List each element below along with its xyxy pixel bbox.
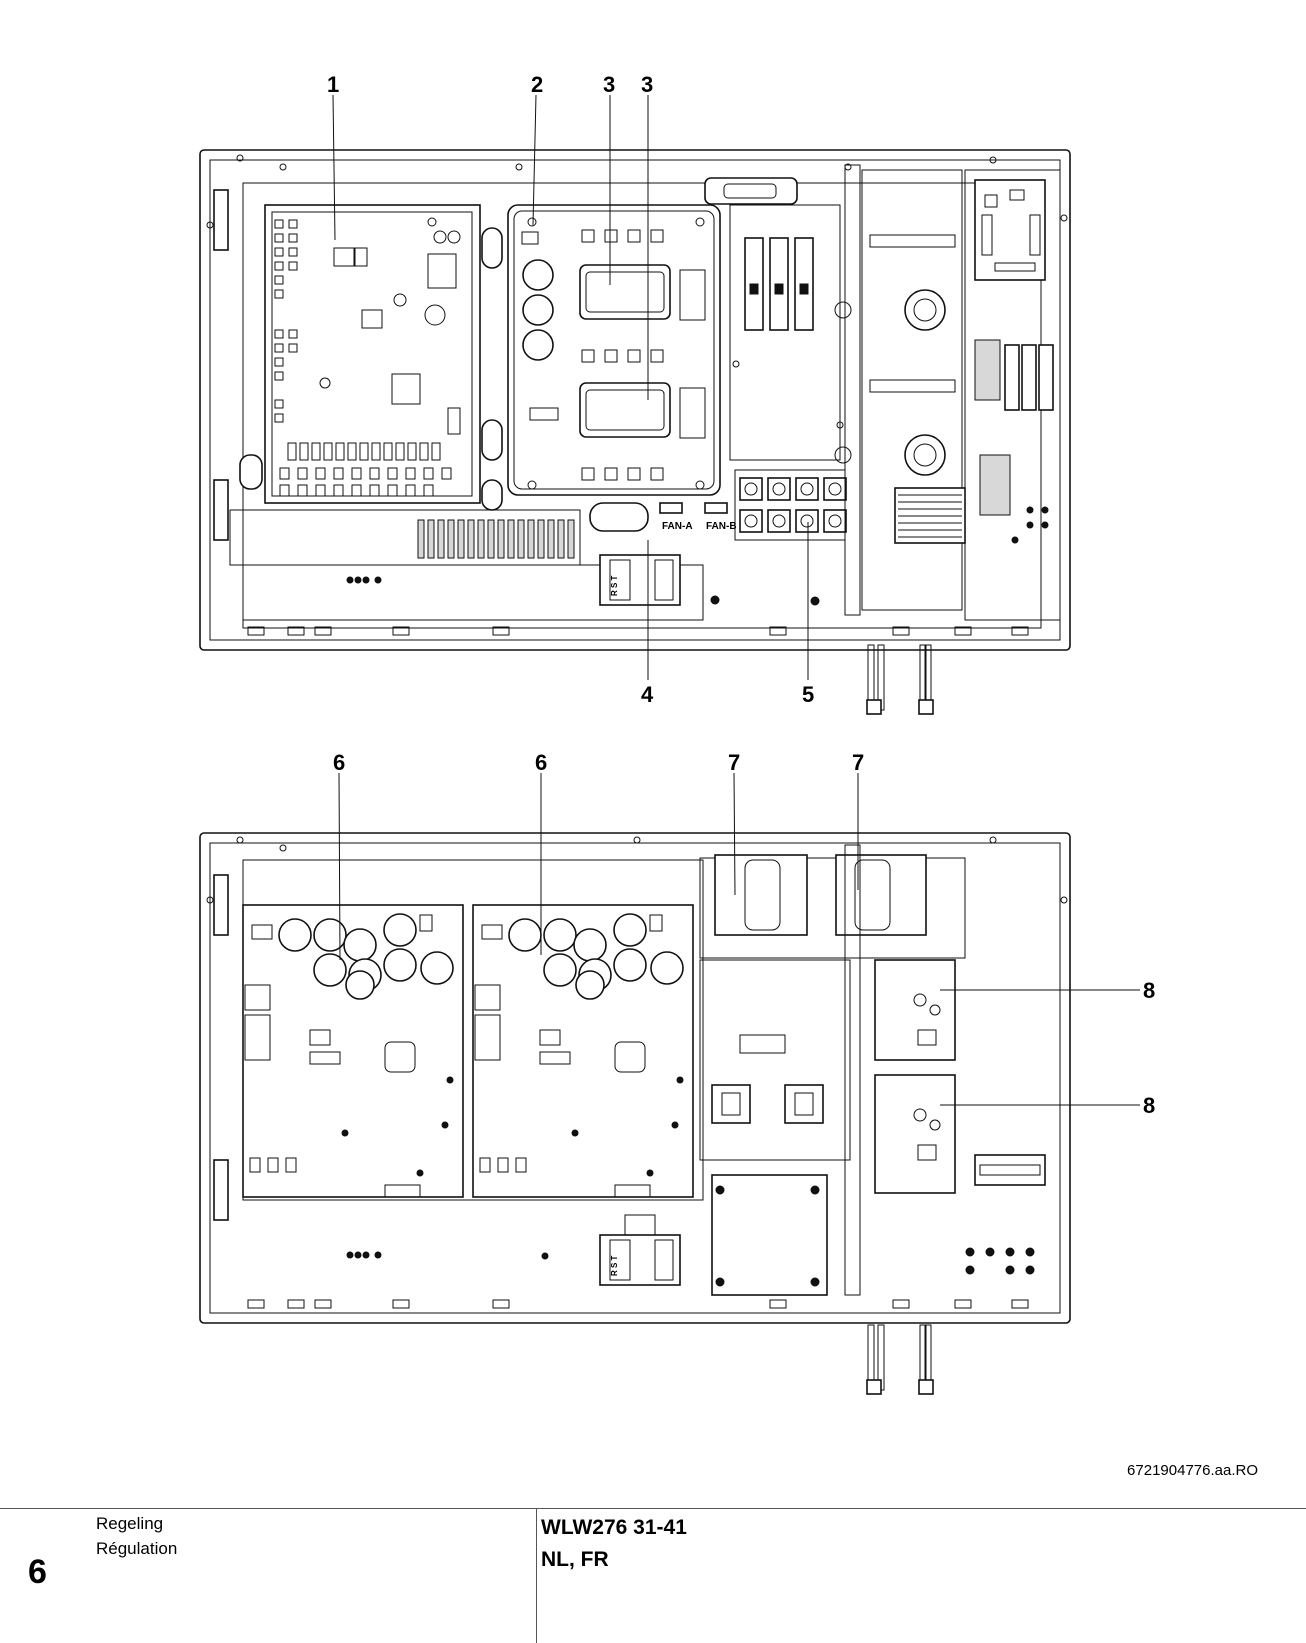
phase-label-top: R S T [610, 575, 619, 596]
document-number: 6721904776.aa.RO [1127, 1462, 1258, 1479]
callout-4: 4 [641, 682, 654, 707]
chapter-title-fr: Régulation [96, 1539, 178, 1558]
fan-b-label: FAN-B [706, 521, 737, 532]
phase-label-bottom: R S T [610, 1255, 619, 1276]
callout-7b: 7 [852, 750, 864, 775]
callout-8b: 8 [1143, 1093, 1155, 1118]
callout-leaders-top [332, 94, 809, 680]
callout-2: 2 [531, 72, 543, 97]
cabinet-bottom-view: R S T [199, 832, 1071, 1395]
footer-column-divider [536, 1508, 537, 1643]
cabinet-top-view: FAN-A FAN-B R S T [199, 149, 1071, 715]
callout-3a: 3 [603, 72, 615, 97]
callout-1: 1 [327, 72, 339, 97]
callout-3b: 3 [641, 72, 653, 97]
product-info: WLW276 31-41 NL, FR [541, 1512, 687, 1576]
electrical-cabinet-drawing: FAN-A FAN-B R S T [199, 72, 1155, 1395]
callout-leaders-bottom [338, 772, 1140, 1106]
callout-5: 5 [802, 682, 814, 707]
chapter-title-nl: Regeling [96, 1514, 164, 1533]
callout-6b: 6 [535, 750, 547, 775]
footer-divider [0, 1508, 1306, 1509]
product-languages: NL, FR [541, 1548, 609, 1571]
fan-a-label: FAN-A [662, 521, 693, 532]
page-number: 6 [28, 1553, 47, 1591]
callout-6a: 6 [333, 750, 345, 775]
callout-7a: 7 [728, 750, 740, 775]
callout-8a: 8 [1143, 978, 1155, 1003]
chapter-title: Regeling Régulation [96, 1511, 177, 1561]
product-model: WLW276 31-41 [541, 1516, 687, 1539]
